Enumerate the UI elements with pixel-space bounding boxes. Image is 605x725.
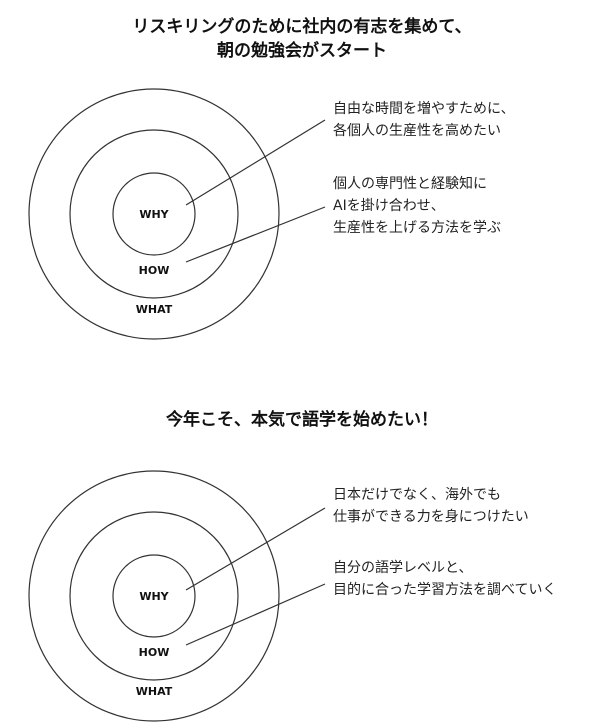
why-leader-line [185,119,326,206]
why-text-line-2: 各個人の生産性を高めたい [333,122,501,139]
why-text-line-1: 日本だけでなく、海外でも [333,487,501,503]
how-leader-line [185,206,326,263]
how-text-line-1: 自分の語学レベルと、 [333,560,472,576]
how-leader-line [185,583,326,646]
how-text-line-2: 目的に合った学習方法を調べていく [333,582,556,598]
what-label: WHAT [136,685,173,698]
how-circle [69,511,239,681]
why-text-line-1: 自由な時間を増やすために、 [333,101,515,117]
how-label: HOW [139,646,170,659]
how-circle [69,129,239,299]
why-label: WHY [139,208,169,221]
why-leader-line [185,507,326,591]
why-circle [112,172,196,256]
why-label: WHY [139,590,169,603]
how-label: HOW [139,264,170,277]
diagram-2: 今年こそ、本気で語学を始めたい！ WHY HOW WHAT 日本だけでなく、海外… [28,409,556,722]
what-circle [28,470,280,722]
diagram-1: リスキリングのために社内の有志を集めて、 朝の勉強会がスタート WHY HOW … [28,16,515,340]
why-text-line-2: 仕事ができる力を身につけたい [333,509,529,525]
why-circle [112,554,196,638]
how-text-line-1: 個人の専門性と経験知に [333,175,487,192]
diagram-2-title: 今年こそ、本気で語学を始めたい！ [166,409,438,430]
what-label: WHAT [136,303,173,316]
how-text-line-3: 生産性を上げる方法を学ぶ [333,220,501,236]
how-text-line-2: AIを掛け合わせ、 [333,198,445,214]
diagram-1-title-line-2: 朝の勉強会がスタート [217,40,387,61]
what-circle [28,88,280,340]
diagram-1-title-line-1: リスキリングのために社内の有志を集めて、 [132,16,471,37]
